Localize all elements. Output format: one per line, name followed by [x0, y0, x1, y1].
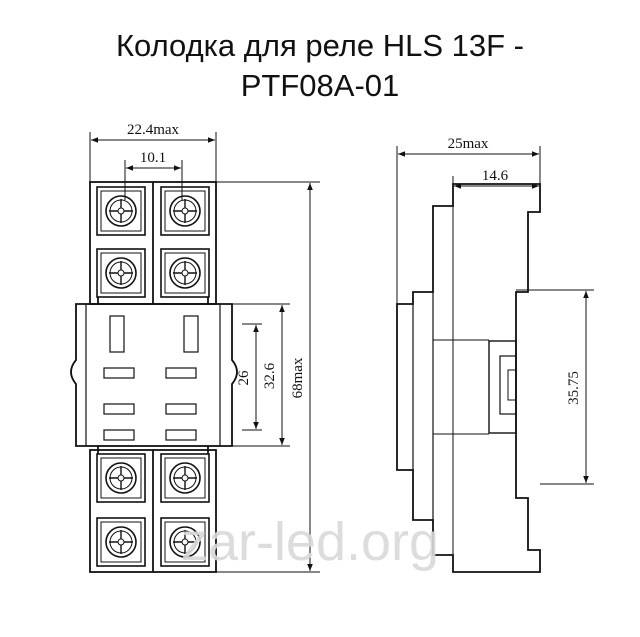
front-view: [70, 181, 238, 573]
terminal-screw-icon: [96, 517, 146, 567]
terminal-screw-icon: [160, 248, 210, 298]
watermark-text: zar-led.org: [181, 512, 439, 572]
dim-height-mid: 32.6: [262, 362, 278, 389]
side-view: [396, 183, 541, 573]
terminal-screw-icon: [160, 186, 210, 236]
dim-height-max: 68max: [290, 357, 306, 398]
title-line-2: PTF08A-01: [240, 68, 400, 103]
dim-depth-max: 25max: [448, 136, 489, 152]
dim-rail-span: 35.75: [566, 371, 582, 405]
diagram-title: Колодка для реле HLS 13F - PTF08A-01: [0, 26, 640, 106]
title-line-1: Колодка для реле HLS 13F -: [115, 28, 525, 63]
terminal-screw-icon: [96, 248, 146, 298]
front-dimensions: [89, 132, 320, 573]
dim-depth-inner: 14.6: [482, 168, 509, 184]
dim-height-inner: 26: [236, 370, 252, 386]
side-dimensions: [396, 146, 594, 485]
terminal-screw-icon: [160, 453, 210, 503]
dim-pin-pitch: 10.1: [140, 150, 166, 166]
dim-width-max: 22.4max: [127, 122, 180, 138]
terminal-screw-icon: [96, 453, 146, 503]
terminal-screw-icon: [96, 186, 146, 236]
